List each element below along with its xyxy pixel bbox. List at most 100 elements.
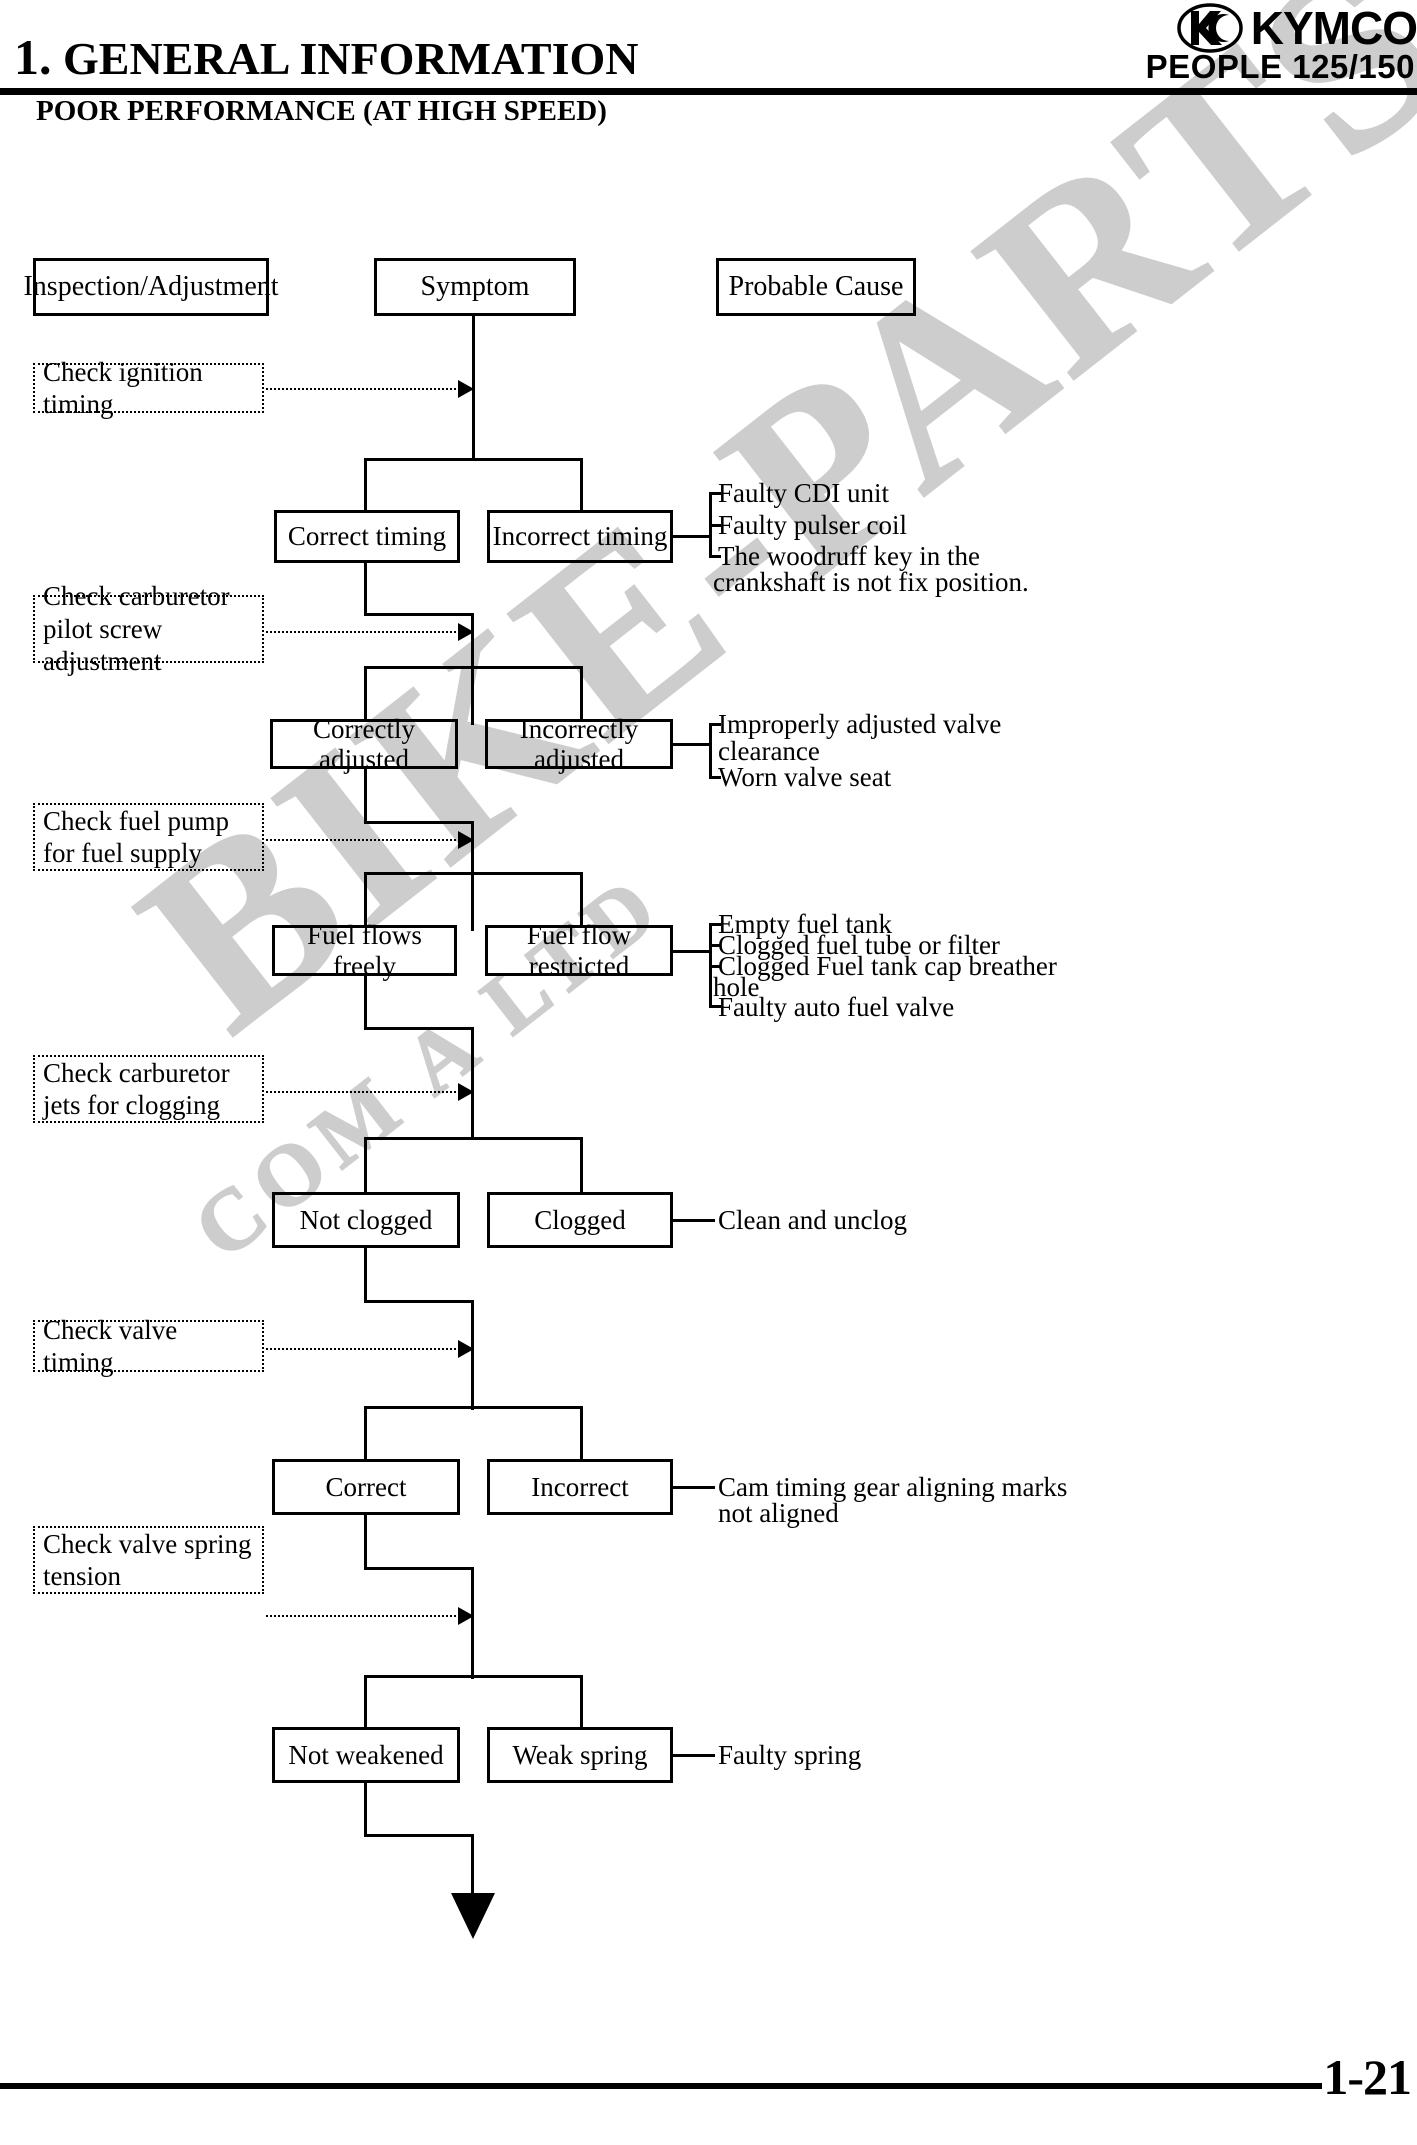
cause-text-6-1: Faulty spring (718, 1740, 862, 1770)
model-name: PEOPLE 125/150 (1145, 48, 1415, 85)
check-step-3: Check fuel pump for fuel supply (33, 803, 264, 871)
result-box-pass-4: Not clogged (272, 1192, 460, 1248)
arrow-head-3 (458, 831, 474, 849)
split-left-3 (364, 872, 367, 926)
result-box-fail-6: Weak spring (487, 1727, 673, 1783)
footer-divider (0, 2083, 1322, 2089)
kymco-logo-icon (1177, 3, 1243, 53)
split-bar-3 (364, 872, 583, 875)
trunk-line-2 (471, 613, 474, 725)
check-step-1: Check ignition timing (33, 357, 264, 419)
pass-turn-4 (364, 1300, 474, 1303)
split-left-1 (364, 458, 367, 512)
split-right-1 (580, 458, 583, 512)
pass-down-2 (364, 769, 367, 824)
column-header-inspection: Inspection/Adjustment (23, 258, 279, 316)
cause-text-2-2: clearance (718, 736, 820, 766)
section-title: GENERAL INFORMATION (63, 33, 639, 84)
pass-down-5 (364, 1514, 367, 1570)
result-box-fail-5: Incorrect (487, 1459, 673, 1515)
column-header-probable-cause: Probable Cause (716, 258, 916, 316)
cause-text-3-5: Faulty auto fuel valve (718, 992, 955, 1022)
cause-text-1-1: Faulty CDI unit (718, 478, 890, 508)
split-bar-1 (364, 458, 583, 461)
cause-text-1-3: The woodruff key in the (718, 541, 980, 571)
split-left-6 (364, 1675, 367, 1728)
arrow-head-4 (458, 1083, 474, 1101)
brand-wordmark: KYMCO (1250, 2, 1417, 54)
pass-turn-1 (364, 613, 474, 616)
cause-stem-1 (673, 535, 711, 538)
dotted-connector-2 (266, 631, 464, 633)
split-left-5 (364, 1406, 367, 1460)
split-right-5 (580, 1406, 583, 1460)
page-subtitle: POOR PERFORMANCE (AT HIGH SPEED) (36, 95, 607, 127)
arrow-head-6 (458, 1607, 474, 1625)
trunk-line-3 (471, 821, 474, 931)
cause-tick-1b (709, 524, 721, 527)
cause-text-2-3: Worn valve seat (718, 762, 892, 792)
cause-stem-5 (673, 1486, 715, 1489)
result-box-fail-4: Clogged (487, 1192, 673, 1248)
result-box-pass-3: Fuel flows freely (272, 920, 457, 981)
result-box-pass-6: Not weakened (272, 1727, 460, 1783)
split-right-6 (580, 1675, 583, 1728)
pass-down-3 (364, 976, 367, 1030)
cause-text-3-4: hole (713, 972, 760, 1002)
split-bar-5 (364, 1406, 583, 1409)
result-box-fail-3: Fuel flow restricted (485, 920, 673, 981)
result-box-pass-1: Correct timing (274, 510, 460, 563)
cause-bracket-2 (709, 723, 712, 779)
terminator-line (471, 1834, 474, 1896)
cause-text-1-4: crankshaft is not fix position. (713, 567, 1029, 597)
header-divider (0, 88, 1417, 95)
split-right-3 (580, 872, 583, 926)
split-bar-2 (364, 666, 583, 669)
arrow-head-5 (458, 1340, 474, 1358)
pass-down-1 (364, 563, 367, 616)
cause-text-5-1: Cam timing gear aligning marks (718, 1472, 1068, 1502)
check-step-5: Check valve timing (33, 1315, 264, 1377)
split-bar-6 (364, 1675, 583, 1678)
result-box-fail-1: Incorrect timing (487, 510, 673, 563)
brand-logo: KYMCO (1177, 2, 1417, 54)
dotted-connector-3 (266, 839, 464, 841)
footer-page-number: 1-21 (1323, 2049, 1412, 2105)
cause-text-4-1: Clean and unclog (718, 1205, 907, 1235)
dotted-connector-4 (266, 1091, 464, 1093)
cause-tick-3d (709, 1005, 721, 1008)
split-bar-4 (364, 1137, 583, 1140)
dotted-connector-5 (266, 1348, 464, 1350)
cause-tick-2a (709, 723, 721, 726)
arrow-head-1 (458, 380, 474, 398)
cause-stem-2 (673, 743, 711, 746)
split-left-4 (364, 1137, 367, 1193)
cause-tick-3a (709, 923, 721, 926)
result-box-pass-5: Correct (272, 1459, 460, 1515)
cause-stem-3 (673, 950, 711, 953)
pass-turn-3 (364, 1027, 474, 1030)
pass-turn-6 (364, 1834, 474, 1837)
pass-down-4 (364, 1247, 367, 1303)
cause-text-3-2: Clogged fuel tube or filter (718, 930, 1000, 960)
page-title: 1. GENERAL INFORMATION (14, 28, 638, 86)
cause-text-3-1: Empty fuel tank (718, 909, 892, 939)
cause-text-1-2: Faulty pulser coil (718, 510, 907, 540)
cause-text-2-1: Improperly adjusted valve (718, 709, 1002, 739)
cause-tick-3b (709, 944, 721, 947)
result-box-pass-2: Correctly adjusted (270, 714, 458, 774)
cause-stem-4 (673, 1219, 715, 1222)
cause-tick-1c (709, 555, 721, 558)
check-step-2: Check carburetor pilot screw adjustment (33, 581, 264, 676)
cause-stem-6 (673, 1754, 715, 1757)
cause-text-5-2: not aligned (718, 1498, 839, 1528)
check-step-4: Check carburetor jets for clogging (33, 1055, 264, 1123)
terminator-arrow-icon (451, 1893, 495, 1939)
dotted-connector-1 (266, 388, 464, 390)
pass-down-6 (364, 1782, 367, 1837)
result-box-fail-2: Incorrectly adjusted (485, 714, 673, 774)
dotted-connector-6 (266, 1615, 464, 1617)
arrow-head-2 (458, 623, 474, 641)
split-right-4 (580, 1137, 583, 1193)
